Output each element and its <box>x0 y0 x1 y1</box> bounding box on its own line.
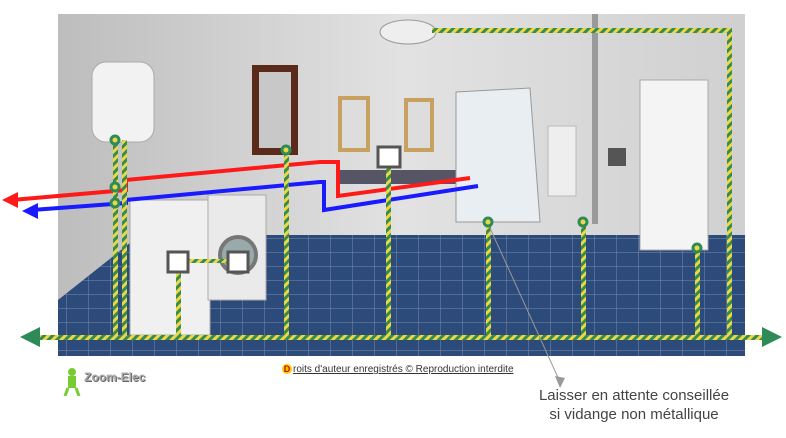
switch <box>608 148 626 166</box>
annotation-line-2: si vidange non métallique <box>549 406 719 423</box>
sink-counter <box>338 170 458 184</box>
hot-arrow-icon <box>2 192 18 208</box>
worker-icon <box>63 368 81 396</box>
arrow-left-icon <box>20 327 40 347</box>
copyright-badge: D <box>282 364 292 374</box>
water-heater <box>91 61 155 143</box>
cold-arrow-icon <box>22 203 38 219</box>
annotation-line-1: Laisser en attente conseillée <box>538 387 730 404</box>
main-bonding-conductor <box>25 335 765 340</box>
ceiling-light <box>379 19 437 45</box>
zoom-elec-logo: Zoom-Elec <box>62 366 172 396</box>
door <box>639 79 709 251</box>
copyright-text: roits d'auteur enregistrés © Reproductio… <box>293 364 514 375</box>
annotation-note: Laisser en attente conseillée si vidange… <box>514 386 754 424</box>
shower <box>455 87 541 223</box>
outlets <box>166 145 402 274</box>
annotation-pointer <box>489 227 561 383</box>
arrow-right-icon <box>762 327 782 347</box>
towel-radiator <box>547 125 577 197</box>
bonding-conductors <box>20 28 782 347</box>
